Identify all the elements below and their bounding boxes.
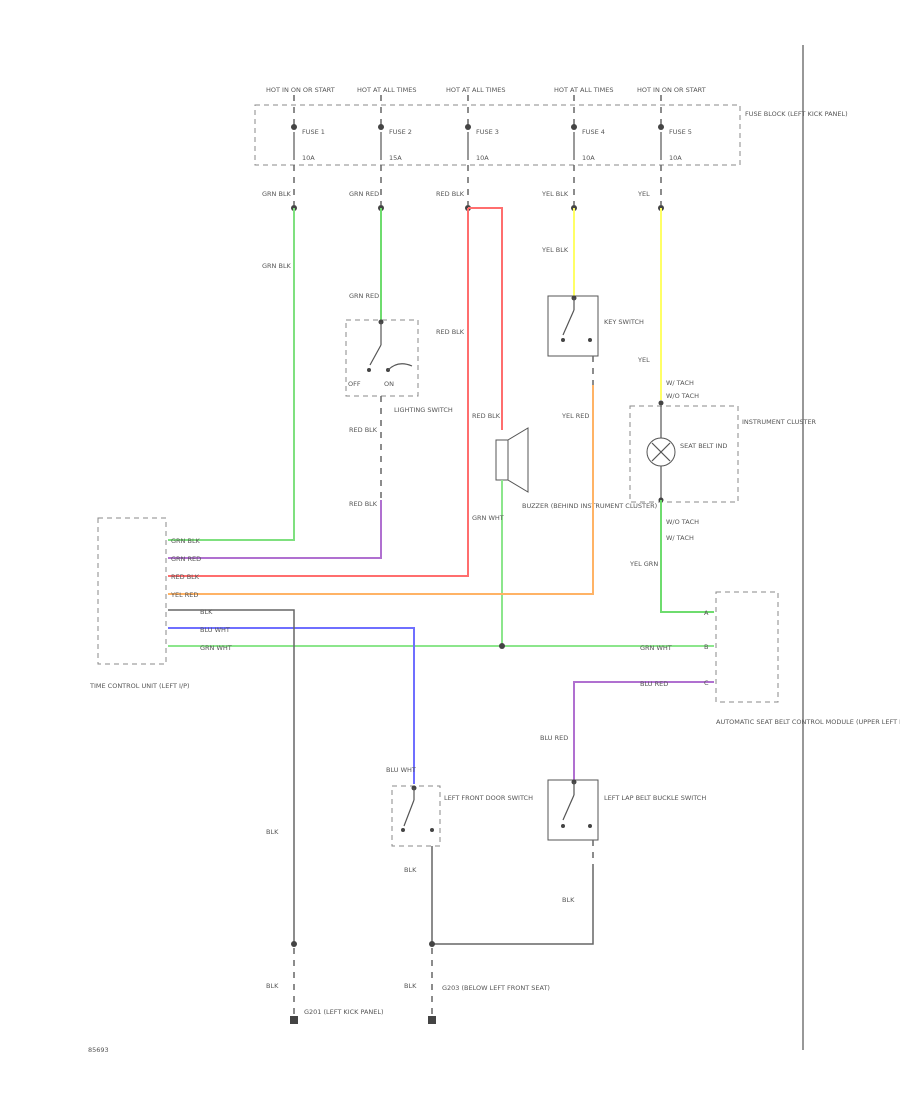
lighting-switch-label: LIGHTING SWITCH <box>394 406 453 414</box>
wire-label-grn-wht-mod: GRN WHT <box>640 644 672 652</box>
wire-label-blk-g2: BLK <box>404 982 417 990</box>
wire-label-red-blk-top: RED BLK <box>436 190 465 198</box>
fuse-feed-2: HOT AT ALL TIMES <box>357 86 417 94</box>
fuse-1-name: FUSE 1 <box>302 128 325 136</box>
wire-grn-blk <box>168 208 295 541</box>
wire-yel-red <box>168 385 594 595</box>
wire-label-blu-red-sw: BLU RED <box>540 734 568 742</box>
fuse-feed-4: HOT AT ALL TIMES <box>554 86 614 94</box>
wire-label-blu-wht-tcu: BLU WHT <box>200 626 230 634</box>
ic-pin-top1: W/ TACH <box>666 379 694 387</box>
door-switch: LEFT FRONT DOOR SWITCH <box>391 785 533 847</box>
wire-label-blu-wht-sw: BLU WHT <box>386 766 416 774</box>
wire-label-red-blk-sw: RED BLK <box>349 426 378 434</box>
wire-red-blk-buzzer <box>468 207 503 430</box>
wire-label-grn-blk-top: GRN BLK <box>262 190 292 198</box>
wire-blu-wht <box>168 627 415 784</box>
wire-label-red-blk-sw2: RED BLK <box>349 500 378 508</box>
tcu-pin-1: GRN BLK <box>171 537 201 545</box>
fuse-outputs: GRN BLK GRN RED RED BLK YEL BLK YEL <box>262 165 664 211</box>
ic-label: INSTRUMENT CLUSTER <box>742 418 817 426</box>
wire-label-blk-tcu: BLK <box>200 608 213 616</box>
buzzer: BUZZER (BEHIND INSTRUMENT CLUSTER) <box>495 427 657 510</box>
wire-red-blk <box>168 208 469 577</box>
module-label: AUTOMATIC SEAT BELT CONTROL MODULE (UPPE… <box>716 718 900 726</box>
wire-blu-red <box>573 681 714 780</box>
module-pin-c: C <box>704 679 709 687</box>
fuse-4-name: FUSE 4 <box>582 128 605 136</box>
wire-label-yel-red: YEL RED <box>561 412 589 420</box>
time-control-unit: TIME CONTROL UNIT (LEFT I/P) GRN BLK GRN… <box>89 517 201 690</box>
wire-label-blk-tcu-down: BLK <box>266 828 279 836</box>
fuse-feed-5: HOT IN ON OR START <box>637 86 706 94</box>
fuse-3-name: FUSE 3 <box>476 128 499 136</box>
wire-label-grn-blk: GRN BLK <box>262 262 292 270</box>
wire-label-grn-wht-buzz: GRN WHT <box>472 514 504 522</box>
ic-pin-top2: W/O TACH <box>666 392 699 400</box>
module-pin-b: B <box>704 643 708 651</box>
wire-label-blk-door: BLK <box>404 866 417 874</box>
wire-blk-tcu <box>168 609 295 944</box>
tcu-label: TIME CONTROL UNIT (LEFT I/P) <box>89 682 190 690</box>
buzzer-label: BUZZER (BEHIND INSTRUMENT CLUSTER) <box>522 502 657 510</box>
fuses: FUSE 1 10A FUSE 2 15A FUSE 3 10A FUSE 4 … <box>291 124 692 162</box>
tcu-pin-2: GRN RED <box>171 555 201 563</box>
wire-label-blk-g1: BLK <box>266 982 279 990</box>
wire-label-grn-red-sw: GRN RED <box>349 292 379 300</box>
module-pin-a: A <box>704 609 709 617</box>
fuse-feed-1: HOT IN ON OR START <box>266 86 335 94</box>
fuse-feeds: HOT IN ON OR START HOT AT ALL TIMES HOT … <box>266 86 706 94</box>
lighting-switch-off: OFF <box>348 380 361 388</box>
ground-1-label: G201 (LEFT KICK PANEL) <box>304 1008 384 1016</box>
tcu-pin-4: YEL RED <box>170 591 198 599</box>
lap-belt-switch: LEFT LAP BELT BUCKLE SWITCH <box>547 779 706 841</box>
wire-label-blu-red-mod: BLU RED <box>640 680 668 688</box>
wire-label-grn-red-top: GRN RED <box>349 190 379 198</box>
ic-pin-bot2: W/ TACH <box>666 534 694 542</box>
wire-label-yel-grn: YEL GRN <box>629 560 658 568</box>
fuse-2-amps: 15A <box>389 154 402 162</box>
key-switch: KEY SWITCH <box>547 295 644 357</box>
wire-label-red-blk-buzz: RED BLK <box>472 412 501 420</box>
wire-label-blk-lap: BLK <box>562 896 575 904</box>
fuse-2-name: FUSE 2 <box>389 128 412 136</box>
ic-lamp-label: SEAT BELT IND <box>680 442 727 450</box>
wire-label-yel-ic: YEL <box>637 356 650 364</box>
fuse-risers <box>293 95 662 125</box>
fuse-5-amps: 10A <box>669 154 682 162</box>
lap-belt-label: LEFT LAP BELT BUCKLE SWITCH <box>604 794 706 802</box>
tcu-pin-3: RED BLK <box>171 573 200 581</box>
lighting-switch: OFF ON LIGHTING SWITCH <box>345 319 453 414</box>
fuse-3-amps: 10A <box>476 154 489 162</box>
wire-label-yel-blk-top: YEL BLK <box>541 190 569 198</box>
instrument-cluster: SEAT BELT IND INSTRUMENT CLUSTER W/ TACH… <box>629 379 817 542</box>
fuse-block: FUSE BLOCK (LEFT KICK PANEL) <box>254 104 848 166</box>
wire-yel-grn <box>660 500 714 613</box>
fuse-1-amps: 10A <box>302 154 315 162</box>
figure-id: 85693 <box>88 1046 109 1054</box>
wire-blk-lap <box>432 868 594 945</box>
wire-purple <box>168 500 382 559</box>
fuse-5-name: FUSE 5 <box>669 128 692 136</box>
auto-seat-belt-module: A B C AUTOMATIC SEAT BELT CONTROL MODULE… <box>704 591 900 726</box>
ic-pin-bot1: W/O TACH <box>666 518 699 526</box>
wire-label-red-blk-mid: RED BLK <box>436 328 465 336</box>
door-switch-label: LEFT FRONT DOOR SWITCH <box>444 794 533 802</box>
fuse-block-label: FUSE BLOCK (LEFT KICK PANEL) <box>745 110 848 118</box>
wire-label-yel-blk-sw: YEL BLK <box>541 246 569 254</box>
wire-label-grn-wht-tcu: GRN WHT <box>200 644 232 652</box>
wire-label-yel-top: YEL <box>637 190 650 198</box>
lighting-switch-on: ON <box>384 380 394 388</box>
fuse-4-amps: 10A <box>582 154 595 162</box>
key-switch-label: KEY SWITCH <box>604 318 644 326</box>
fuse-feed-3: HOT AT ALL TIMES <box>446 86 506 94</box>
ground-2-label: G203 (BELOW LEFT FRONT SEAT) <box>442 984 550 992</box>
